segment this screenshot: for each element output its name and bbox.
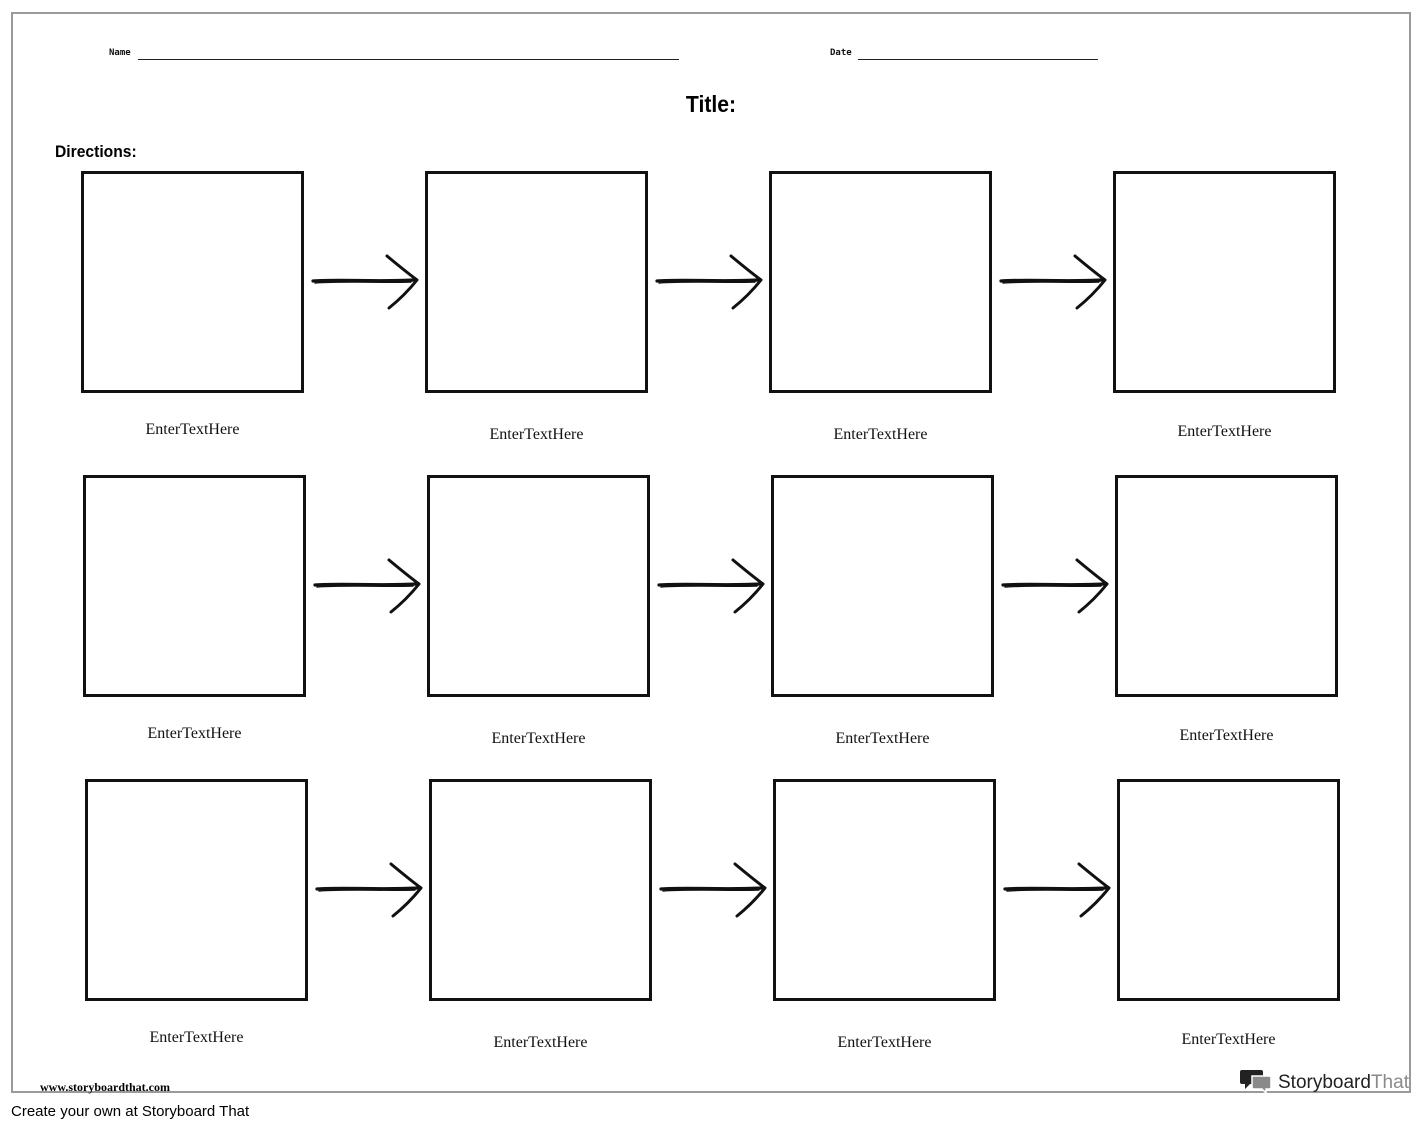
right-arrow-icon <box>657 556 767 614</box>
right-arrow-icon <box>311 252 421 310</box>
cell-caption[interactable]: EnterTextHere <box>491 730 586 747</box>
storyboard-cell[interactable] <box>425 171 648 393</box>
cell-caption[interactable]: EnterTextHere <box>1181 1031 1276 1048</box>
date-label: Date <box>830 48 852 58</box>
website-url: www.storyboardthat.com <box>40 1080 170 1094</box>
cell-caption[interactable]: EnterTextHere <box>833 426 928 443</box>
storyboardthat-logo-icon <box>1240 1068 1272 1099</box>
cell-caption[interactable]: EnterTextHere <box>489 426 584 443</box>
cell-caption[interactable]: EnterTextHere <box>1177 423 1272 440</box>
logo-part-storyboard: Storyboard <box>1278 1072 1371 1093</box>
storyboard-cell[interactable] <box>429 779 652 1001</box>
storyboard-cell[interactable] <box>85 779 308 1001</box>
worksheet-title: Title: <box>685 91 737 117</box>
storyboard-cell[interactable] <box>1115 475 1338 697</box>
storyboard-cell[interactable] <box>773 779 996 1001</box>
cell-caption[interactable]: EnterTextHere <box>147 725 242 742</box>
directions-label: Directions: <box>55 142 137 161</box>
right-arrow-icon <box>655 252 765 310</box>
cell-caption[interactable]: EnterTextHere <box>1179 727 1274 744</box>
storyboardthat-logo: StoryboardThat <box>1240 1069 1409 1097</box>
right-arrow-icon <box>1001 556 1111 614</box>
cell-caption[interactable]: EnterTextHere <box>837 1034 932 1051</box>
storyboard-cell[interactable] <box>769 171 992 393</box>
cell-caption[interactable]: EnterTextHere <box>149 1029 244 1046</box>
cell-caption[interactable]: EnterTextHere <box>145 421 240 438</box>
right-arrow-icon <box>659 860 769 918</box>
right-arrow-icon <box>313 556 423 614</box>
storyboard-cell[interactable] <box>427 475 650 697</box>
right-arrow-icon <box>1003 860 1113 918</box>
storyboard-cell[interactable] <box>1113 171 1336 393</box>
right-arrow-icon <box>315 860 425 918</box>
storyboard-cell[interactable] <box>1117 779 1340 1001</box>
worksheet-frame: Name Date Title: Directions: EnterTextHe… <box>11 12 1411 1095</box>
name-line <box>138 59 679 60</box>
date-line <box>858 59 1098 60</box>
logo-part-that: That <box>1370 1072 1409 1093</box>
name-label: Name <box>109 48 131 58</box>
storyboard-cell[interactable] <box>83 475 306 697</box>
storyboard-cell[interactable] <box>771 475 994 697</box>
storyboard-cell[interactable] <box>81 171 304 393</box>
create-your-own-link[interactable]: Create your own at Storyboard That <box>11 1103 250 1120</box>
storyboardthat-logo-text: StoryboardThat <box>1278 1072 1409 1094</box>
right-arrow-icon <box>999 252 1109 310</box>
cell-caption[interactable]: EnterTextHere <box>835 730 930 747</box>
cell-caption[interactable]: EnterTextHere <box>493 1034 588 1051</box>
